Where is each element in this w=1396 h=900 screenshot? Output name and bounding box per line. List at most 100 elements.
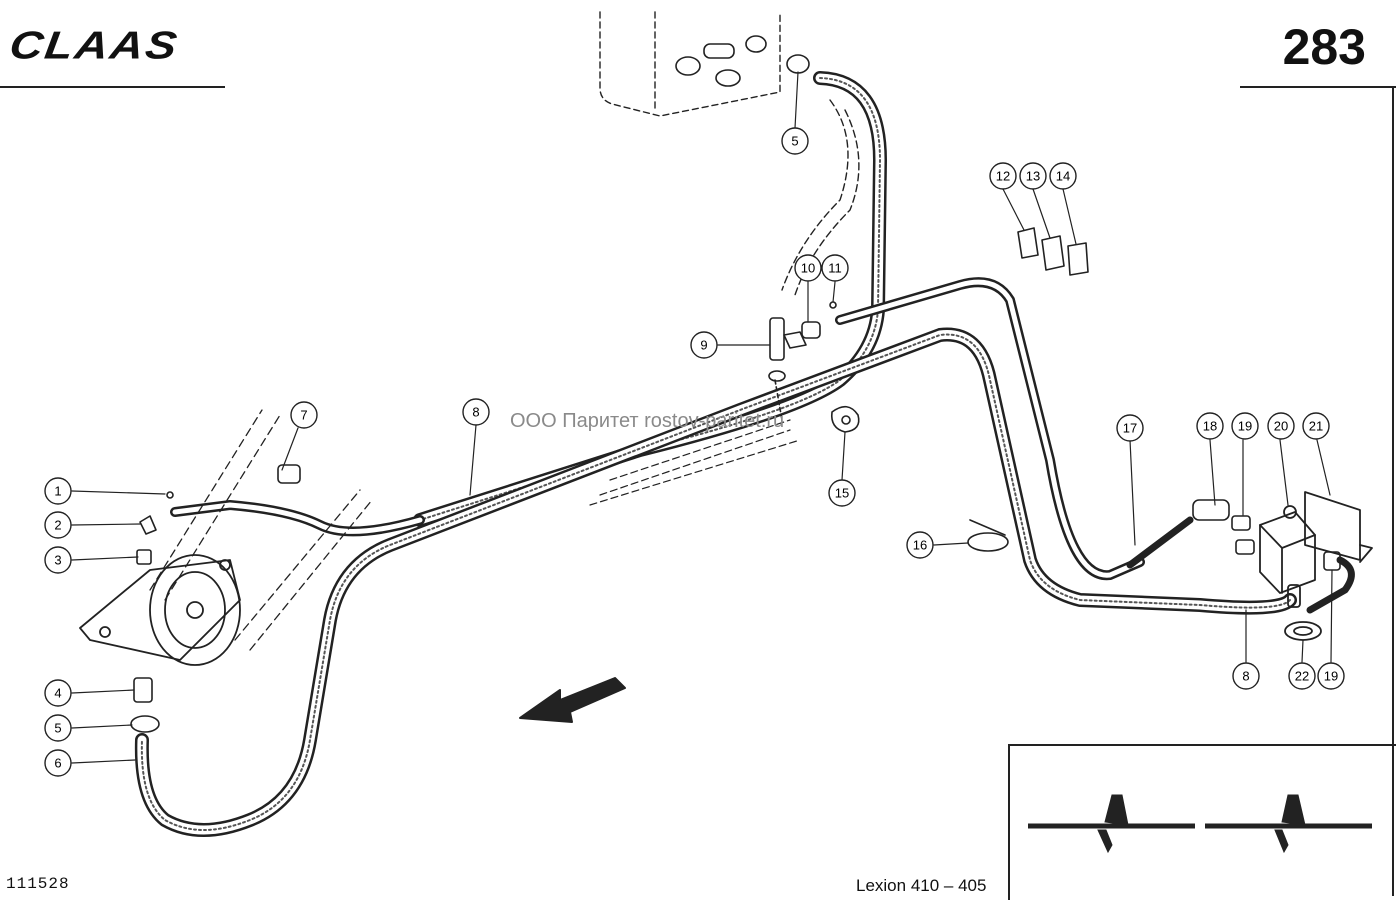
callout-label: 22 (1295, 669, 1309, 684)
inset-frame (1008, 744, 1396, 900)
callout-c18: 18 (1196, 412, 1224, 440)
callout-label: 6 (54, 756, 61, 771)
callout-c5b: 5 (781, 127, 809, 155)
callout-c8a: 8 (462, 398, 490, 426)
page-number: 283 (1282, 19, 1366, 75)
inset-detail-right (1205, 794, 1372, 854)
callout-c10: 10 (794, 254, 822, 282)
callout-label: 5 (791, 134, 798, 149)
direction-arrow (519, 677, 626, 723)
callout-circle (44, 477, 72, 505)
callout-circle (690, 331, 718, 359)
clamp-set (1017, 227, 1089, 276)
hose-valve-return (1306, 556, 1355, 614)
callout-label: 4 (54, 686, 61, 701)
callout-circle (1231, 412, 1259, 440)
callout-c16: 16 (906, 531, 934, 559)
callout-c5a: 5 (44, 714, 72, 742)
callout-label: 8 (472, 405, 479, 420)
callout-circle (1049, 162, 1077, 190)
valve-block (1259, 491, 1373, 608)
watermark: ООО Паритет rostov-paritet.ru (510, 410, 785, 432)
callout-c11: 11 (821, 254, 849, 282)
callout-circle (1288, 662, 1316, 690)
inset-detail (1028, 794, 1372, 854)
callout-label: 12 (996, 169, 1010, 184)
drive-belt-dashed (149, 409, 373, 651)
callout-label: 19 (1324, 669, 1338, 684)
callout-c7: 7 (290, 401, 318, 429)
callout-circle (1019, 162, 1047, 190)
callout-c19b: 19 (1317, 662, 1345, 690)
hydraulic-pump (79, 554, 241, 666)
callout-label: 3 (54, 553, 61, 568)
o-ring (1284, 621, 1322, 641)
callout-c6: 6 (44, 749, 72, 777)
callout-c9: 9 (690, 331, 718, 359)
callout-c3: 3 (44, 546, 72, 574)
callout-circle (44, 749, 72, 777)
callout-label: 17 (1123, 421, 1137, 436)
document-number: 111528 (6, 875, 70, 893)
callout-circle (781, 127, 809, 155)
callout-circle (1317, 662, 1345, 690)
fittings-right (1192, 499, 1341, 571)
callout-circle (1267, 412, 1295, 440)
callout-c12: 12 (989, 162, 1017, 190)
hose-8-main (134, 327, 1297, 837)
callout-circle (290, 401, 318, 429)
callout-label: 13 (1026, 169, 1040, 184)
callout-c2: 2 (44, 511, 72, 539)
callout-circle (462, 398, 490, 426)
callout-label: 16 (913, 538, 927, 553)
callout-circle (828, 479, 856, 507)
header-rule-left (0, 86, 225, 88)
header-rule-right (1240, 86, 1396, 88)
callout-c8b: 8 (1232, 662, 1260, 690)
callout-label: 8 (1242, 669, 1249, 684)
callout-c22: 22 (1288, 662, 1316, 690)
callout-c17: 17 (1116, 414, 1144, 442)
callout-label: 11 (828, 261, 842, 276)
callout-circle (1116, 414, 1144, 442)
callout-label: 21 (1309, 419, 1323, 434)
callout-circle (1302, 412, 1330, 440)
callout-label: 20 (1274, 419, 1288, 434)
callout-circle (1196, 412, 1224, 440)
callout-label: 5 (54, 721, 61, 736)
callout-c20: 20 (1267, 412, 1295, 440)
callout-label: 15 (835, 486, 849, 501)
reservoir-tank (599, 11, 781, 117)
cable-tie (967, 519, 1009, 552)
callout-c4: 4 (44, 679, 72, 707)
callout-circle (1232, 662, 1260, 690)
callout-label: 14 (1056, 169, 1070, 184)
callout-circle (44, 679, 72, 707)
tee-fitting (768, 301, 837, 421)
model-caption: Lexion 410 – 405 (856, 876, 987, 895)
callout-c19a: 19 (1231, 412, 1259, 440)
callout-label: 1 (54, 484, 61, 499)
callout-circle (794, 254, 822, 282)
leader-lines (71, 71, 1333, 764)
callout-label: 19 (1238, 419, 1252, 434)
callout-c1: 1 (44, 477, 72, 505)
callout-circle (44, 511, 72, 539)
callout-c13: 13 (1019, 162, 1047, 190)
clip-15 (830, 405, 860, 433)
reservoir-fittings (675, 35, 810, 87)
callout-c14: 14 (1049, 162, 1077, 190)
callout-label: 10 (801, 261, 815, 276)
hose-alt-routing-lower (589, 419, 801, 506)
frame-rule-right (1392, 86, 1394, 896)
hose-upper-pipe (835, 277, 1145, 581)
callout-circle (906, 531, 934, 559)
callout-circle (44, 714, 72, 742)
inset-detail-left (1028, 794, 1195, 854)
hose-pump-suction (170, 500, 425, 537)
pipe-17 (1126, 516, 1194, 569)
hose-return-top (413, 71, 887, 527)
